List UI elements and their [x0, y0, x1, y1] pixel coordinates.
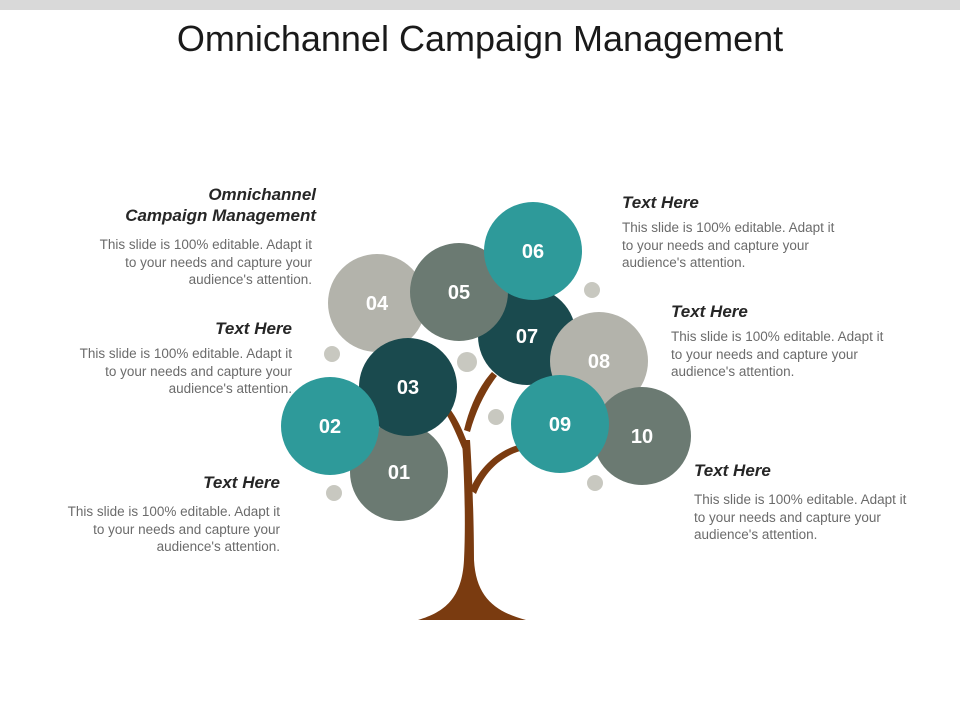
- circle-04: 04: [328, 254, 426, 352]
- text-block-heading: Text Here: [694, 461, 771, 480]
- text-block-heading: Omnichannel Campaign Management: [125, 185, 316, 225]
- circle-label-04: 04: [366, 293, 389, 315]
- circle-02: 02: [281, 377, 379, 475]
- top-bar: [0, 0, 960, 10]
- text-block-heading: Text Here: [203, 473, 280, 492]
- text-block-body: This slide is 100% editable. Adapt it to…: [694, 492, 907, 542]
- text-block-4: Text Here This slide is 100% editable. A…: [622, 192, 922, 272]
- dot-2: [457, 352, 477, 372]
- circle-label-01: 01: [388, 462, 410, 484]
- text-block-5: Text Here This slide is 100% editable. A…: [671, 301, 951, 381]
- circle-10: 10: [593, 387, 691, 485]
- dot-5: [326, 485, 342, 501]
- circle-label-02: 02: [319, 416, 341, 438]
- text-block-6: Text Here This slide is 100% editable. A…: [694, 460, 954, 544]
- text-block-2: Text Here This slide is 100% editable. A…: [40, 318, 292, 398]
- dot-1: [324, 346, 340, 362]
- dot-3: [488, 409, 504, 425]
- text-block-body: This slide is 100% editable. Adapt it to…: [671, 329, 884, 379]
- text-block-1: Omnichannel Campaign Management: [60, 184, 316, 232]
- text-block-body: This slide is 100% editable. Adapt it to…: [99, 237, 312, 287]
- circle-09: 09: [511, 375, 609, 473]
- text-block-body: This slide is 100% editable. Adapt it to…: [79, 346, 292, 396]
- text-block-heading: Text Here: [215, 319, 292, 338]
- circle-05: 05: [410, 243, 508, 341]
- dot-4: [584, 282, 600, 298]
- circle-label-10: 10: [631, 426, 653, 448]
- circle-label-03: 03: [397, 377, 419, 399]
- text-block-body: This slide is 100% editable. Adapt it to…: [622, 220, 835, 270]
- circle-label-05: 05: [448, 282, 470, 304]
- circle-label-09: 09: [549, 414, 571, 436]
- text-block-heading: Text Here: [671, 302, 748, 321]
- text-block-heading: Text Here: [622, 193, 699, 212]
- circle-label-06: 06: [522, 241, 544, 263]
- text-block-body: This slide is 100% editable. Adapt it to…: [67, 504, 280, 554]
- circle-03: 03: [359, 338, 457, 436]
- dot-6: [587, 475, 603, 491]
- circle-06: 06: [484, 202, 582, 300]
- circle-01: 01: [350, 423, 448, 521]
- text-block-3: Text Here This slide is 100% editable. A…: [28, 472, 280, 556]
- text-block-1-body: This slide is 100% editable. Adapt it to…: [60, 236, 312, 289]
- circle-label-08: 08: [588, 351, 610, 373]
- page-title: Omnichannel Campaign Management: [176, 18, 784, 59]
- circle-label-07: 07: [516, 326, 538, 348]
